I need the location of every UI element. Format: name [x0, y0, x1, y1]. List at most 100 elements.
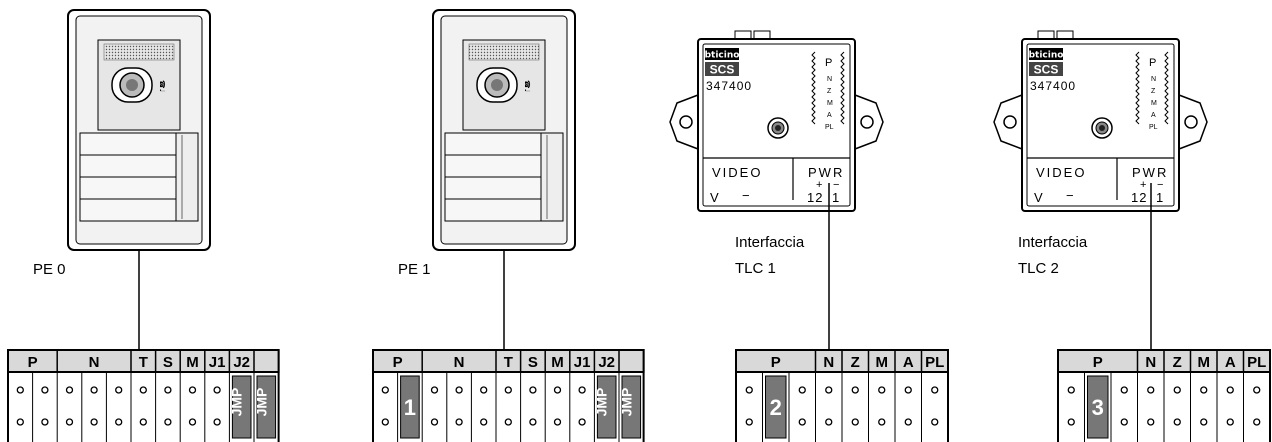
svg-text:A: A: [827, 112, 832, 119]
screw-terminal-icon: [1120, 386, 1128, 394]
terminal-header: N: [454, 354, 465, 371]
svg-text:☎♩: ☎♩: [158, 80, 166, 92]
screw-terminal-icon: [115, 418, 123, 426]
screw-terminal-icon: [504, 418, 512, 426]
terminal-header: Z: [851, 354, 860, 371]
screw-terminal-icon: [1147, 418, 1155, 426]
svg-text:P: P: [825, 57, 832, 69]
screw-terminal-icon: [1200, 386, 1208, 394]
svg-text:VIDEO: VIDEO: [1036, 165, 1086, 180]
jumper-label: JMP: [618, 388, 634, 417]
tlc-interface-2: bticino SCS 347400 P N Z M A PL VIDEO PW…: [993, 30, 1208, 212]
screw-terminal-icon: [381, 418, 389, 426]
screw-terminal-icon: [904, 418, 912, 426]
screw-terminal-icon: [1226, 418, 1234, 426]
svg-text:M: M: [827, 100, 833, 107]
terminal-header: P: [28, 354, 38, 371]
screw-terminal-icon: [553, 418, 562, 426]
mount-hole-icon: [1003, 115, 1017, 129]
brand-logo: bticino: [705, 51, 740, 61]
svg-text:PWR: PWR: [1132, 165, 1168, 180]
system-logo: SCS: [1034, 63, 1059, 77]
model-number: 347400: [1030, 79, 1076, 93]
screw-terminal-icon: [1067, 386, 1075, 394]
address-label: 3: [1092, 395, 1104, 420]
jumper-label: JMP: [594, 388, 610, 417]
label-pe1: PE 1: [398, 261, 431, 278]
screw-terminal-icon: [745, 418, 753, 426]
screw-terminal-icon: [878, 418, 886, 426]
screw-terminal-icon: [1226, 386, 1234, 394]
screw-terminal-icon: [115, 386, 123, 394]
screw-terminal-icon: [825, 418, 833, 426]
terminal-header: T: [504, 354, 513, 371]
screw-terminal-icon: [164, 418, 172, 426]
screw-terminal-icon: [188, 386, 197, 394]
terminal-header: M: [186, 354, 199, 371]
entrance-panel-pe0: ☎♩: [67, 9, 211, 251]
screw-terminal-icon: [878, 386, 886, 394]
screw-terminal-icon: [798, 418, 806, 426]
screw-terminal-icon: [455, 386, 463, 394]
jumper-icon: [256, 375, 277, 439]
terminal-header: N: [1145, 354, 1156, 371]
screw-terminal-icon: [1253, 386, 1261, 394]
svg-text:Z: Z: [827, 88, 832, 95]
screw-terminal-icon: [1147, 386, 1155, 394]
brand-logo: bticino: [1029, 51, 1064, 61]
screw-terminal-icon: [1067, 418, 1075, 426]
terminal-header: J1: [209, 354, 226, 371]
terminal-header: S: [528, 354, 538, 371]
screw-terminal-icon: [139, 386, 147, 394]
screw-terminal-icon: [1253, 418, 1261, 426]
svg-text:V: V: [710, 190, 719, 205]
screw-terminal-icon: [455, 418, 463, 426]
svg-text:P: P: [1149, 57, 1156, 69]
screw-terminal-icon: [578, 418, 586, 426]
svg-text:M: M: [1151, 100, 1157, 107]
label-tlc1-line1: Interfaccia: [735, 234, 805, 251]
screw-terminal-icon: [931, 418, 939, 426]
screw-terminal-icon: [139, 418, 147, 426]
mount-hole-icon: [1184, 115, 1198, 129]
screw-terminal-icon: [213, 418, 221, 426]
svg-text:+: +: [1140, 179, 1146, 191]
terminal-header: J2: [233, 354, 250, 371]
label-tlc2-line2: TLC 2: [1018, 260, 1059, 277]
mount-hole-icon: [860, 115, 874, 129]
screw-terminal-icon: [1173, 418, 1181, 426]
screw-terminal-icon: [480, 418, 488, 426]
jumper-icon: [621, 375, 642, 439]
svg-text:☎♩: ☎♩: [523, 80, 531, 92]
svg-text:1: 1: [1156, 190, 1163, 205]
screw-terminal-icon: [65, 418, 74, 426]
call-buttons[interactable]: [444, 132, 564, 222]
screw-terminal-icon: [188, 418, 197, 426]
screw-terminal-icon: [745, 386, 753, 394]
svg-text:V: V: [1034, 190, 1043, 205]
screw-terminal-icon: [1120, 418, 1128, 426]
svg-text:−: −: [1066, 188, 1074, 203]
terminal-header: A: [1225, 354, 1236, 371]
svg-text:−: −: [833, 179, 839, 191]
screw-terminal-icon: [504, 386, 512, 394]
label-tlc1-line2: TLC 1: [735, 260, 776, 277]
svg-text:PL: PL: [825, 124, 834, 131]
terminal-header: A: [903, 354, 914, 371]
entrance-panel-pe1: ☎♩: [432, 9, 576, 251]
screw-terminal-icon: [529, 386, 537, 394]
terminal-header: P: [771, 354, 781, 371]
screw-terminal-icon: [164, 386, 172, 394]
terminal-header: PL: [1247, 354, 1266, 371]
call-buttons[interactable]: [79, 132, 199, 222]
label-pe0: PE 0: [33, 261, 66, 278]
screw-terminal-icon: [430, 386, 439, 394]
screw-terminal-icon: [90, 386, 98, 394]
svg-text:−: −: [742, 188, 750, 203]
svg-text:PL: PL: [1149, 124, 1158, 131]
svg-text:Z: Z: [1151, 88, 1156, 95]
terminal-header: M: [551, 354, 564, 371]
jumper-label: JMP: [229, 388, 245, 417]
svg-text:+: +: [816, 179, 822, 191]
